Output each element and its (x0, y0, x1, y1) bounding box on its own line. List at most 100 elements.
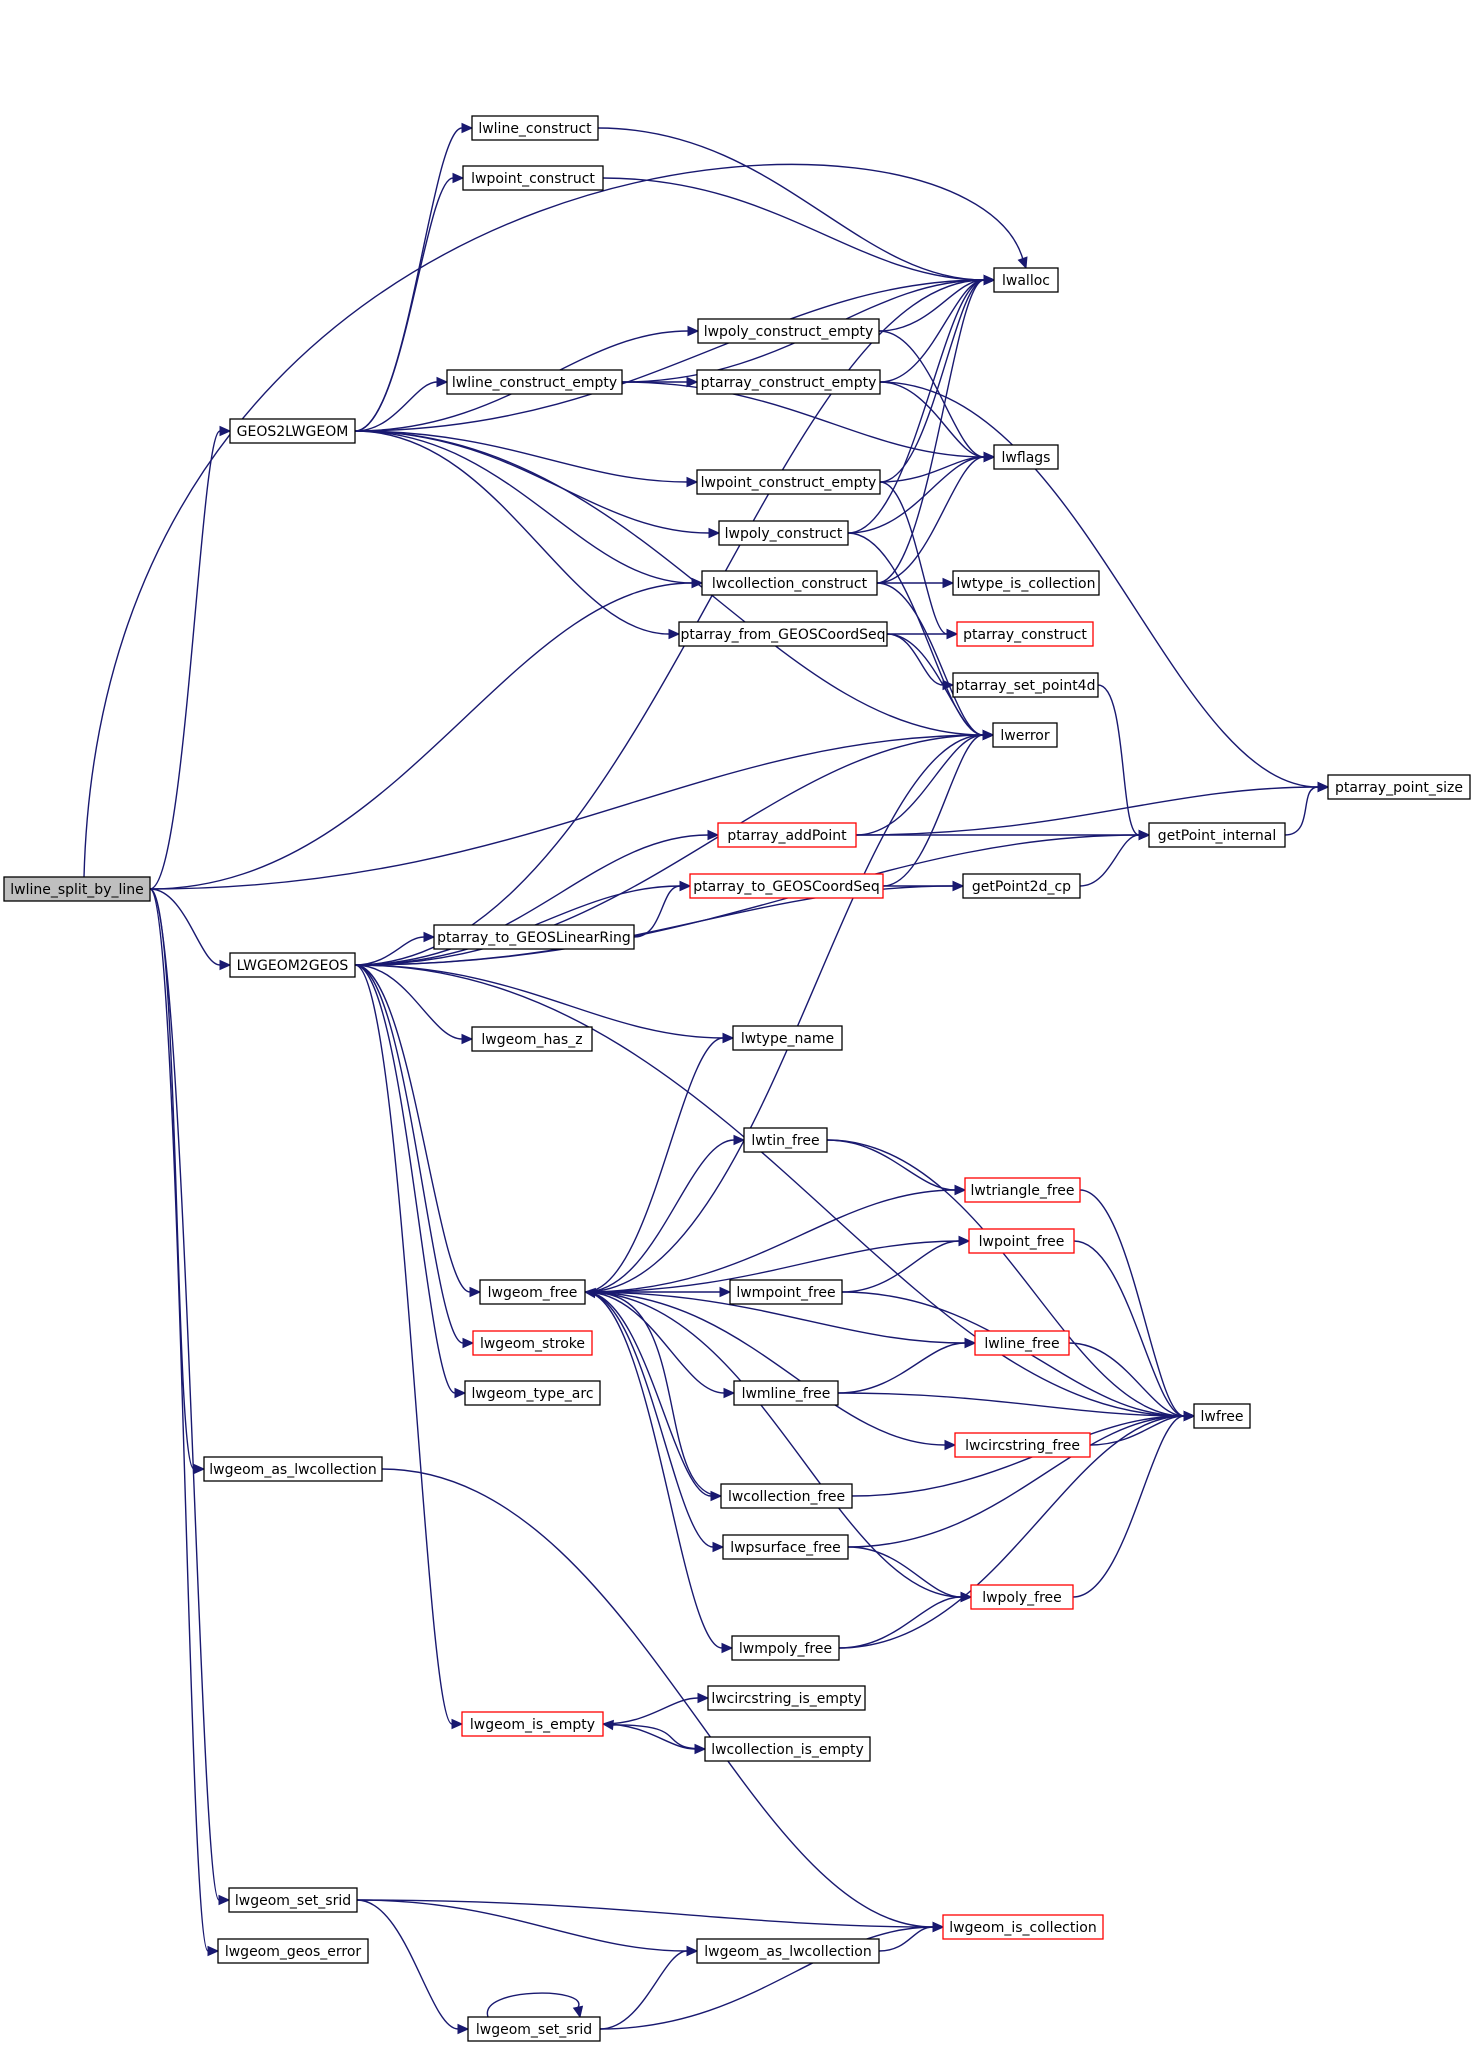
node-label: lwgeom_has_z (481, 1032, 582, 1048)
edge-line (354, 430, 710, 534)
edge-lwgeom_is_empty-to-lwcircstring_is_empty (602, 1692, 710, 1725)
edge-lwtin_free-to-lwtriangle_free (826, 1139, 967, 1196)
edge-line (584, 1189, 956, 1293)
arrowhead (686, 1945, 699, 1957)
node-lwcircstring_is_empty[interactable]: lwcircstring_is_empty (707, 1685, 866, 1711)
node-ptarray_construct_empty[interactable]: ptarray_construct_empty (696, 369, 881, 395)
node-label: lwpsurface_free (730, 1540, 841, 1556)
edge-line (584, 1291, 723, 1649)
node-lwline_free[interactable]: lwline_free (974, 1330, 1070, 1356)
edge-line (584, 1291, 712, 1497)
node-ptarray_to_GEOSLinearRing[interactable]: ptarray_to_GEOSLinearRing (433, 924, 635, 950)
node-lwcollection_free[interactable]: lwcollection_free (720, 1483, 853, 1509)
node-lwtriangle_free[interactable]: lwtriangle_free (964, 1177, 1081, 1203)
node-box (707, 1685, 866, 1711)
node-lwcollection_construct[interactable]: lwcollection_construct (701, 570, 878, 596)
arrowhead (733, 1134, 746, 1146)
edge-LWGEOM2GEOS-to-lwgeom_type_arc (354, 964, 467, 1399)
node-ptarray_to_GEOSCoordSeq[interactable]: ptarray_to_GEOSCoordSeq (689, 873, 884, 899)
edge-lwgeom_free-to-lwcircstring_free (584, 1291, 957, 1451)
node-lwgeom_as_lwcollection_1[interactable]: lwgeom_as_lwcollection (203, 1456, 383, 1482)
arrowhead (207, 1945, 220, 1957)
node-box (954, 1432, 1091, 1458)
edge-line (621, 381, 985, 458)
node-box (1193, 1403, 1251, 1429)
node-lwmline_free[interactable]: lwmline_free (733, 1380, 839, 1406)
node-lwpoint_construct[interactable]: lwpoint_construct (462, 165, 604, 191)
node-box (696, 469, 881, 495)
node-lwmpoint_free[interactable]: lwmpoint_free (729, 1279, 843, 1305)
node-lwpsurface_free[interactable]: lwpsurface_free (722, 1534, 849, 1560)
arrowhead (723, 1387, 736, 1399)
edge-line (1097, 684, 1140, 836)
node-box (3, 876, 151, 902)
edge-lwgeom_free-to-lwpsurface_free (584, 1291, 725, 1553)
node-box (733, 1380, 839, 1406)
arrowhead (958, 1235, 971, 1247)
node-LWGEOM2GEOS[interactable]: LWGEOM2GEOS (229, 952, 356, 978)
node-lwpoint_construct_empty[interactable]: lwpoint_construct_empty (696, 469, 881, 495)
node-lwpoly_construct[interactable]: lwpoly_construct (718, 520, 849, 546)
edge-line (882, 734, 984, 887)
node-ptarray_from_GEOSCoordSeq[interactable]: ptarray_from_GEOSCoordSeq (678, 621, 888, 647)
node-lwpoly_free[interactable]: lwpoly_free (970, 1584, 1074, 1610)
node-lwpoint_free[interactable]: lwpoint_free (968, 1228, 1075, 1254)
node-lwpoly_construct_empty[interactable]: lwpoly_construct_empty (697, 318, 880, 344)
node-lwgeom_type_arc[interactable]: lwgeom_type_arc (464, 1380, 601, 1406)
node-lwgeom_stroke[interactable]: lwgeom_stroke (472, 1330, 593, 1356)
node-lwtin_free[interactable]: lwtin_free (743, 1127, 828, 1153)
node-lwline_split_by_line[interactable]: lwline_split_by_line (3, 876, 151, 902)
node-lwline_construct_empty[interactable]: lwline_construct_empty (446, 369, 623, 395)
node-lwgeom_free[interactable]: lwgeom_free (479, 1279, 586, 1305)
edge-line (354, 279, 985, 432)
node-lwgeom_as_lwcollection_2[interactable]: lwgeom_as_lwcollection (696, 1938, 880, 1964)
node-GEOS2LWGEOM[interactable]: GEOS2LWGEOM (229, 418, 356, 444)
node-box (993, 444, 1059, 470)
node-label: lwmline_free (742, 1386, 831, 1402)
node-box (974, 1330, 1070, 1356)
node-lwgeom_set_srid_2[interactable]: lwgeom_set_srid (467, 2016, 601, 2042)
edge-line (879, 279, 985, 383)
node-lwtype_is_collection[interactable]: lwtype_is_collection (952, 570, 1100, 596)
node-lwflags[interactable]: lwflags (993, 444, 1059, 470)
edge-lwline_split_by_line-to-LWGEOM2GEOS (149, 888, 232, 971)
node-ptarray_set_point4d[interactable]: ptarray_set_point4d (952, 672, 1099, 698)
arrowhead (982, 729, 995, 741)
node-label: lwmpoly_free (739, 1641, 832, 1657)
edge-line (876, 279, 985, 584)
edge-line (1079, 834, 1140, 887)
node-lwcollection_is_empty[interactable]: lwcollection_is_empty (704, 1736, 871, 1762)
edge-line (878, 330, 985, 458)
node-lwgeom_geos_error[interactable]: lwgeom_geos_error (217, 1938, 369, 1964)
edge-line (838, 1415, 1185, 1649)
node-lwerror[interactable]: lwerror (992, 722, 1058, 748)
node-lwline_construct[interactable]: lwline_construct (471, 115, 599, 141)
edge-lwmpoly_free-to-lwfree (838, 1410, 1196, 1649)
edge-line (356, 1899, 934, 1928)
edge-line (1284, 786, 1319, 836)
node-ptarray_addPoint[interactable]: ptarray_addPoint (717, 822, 857, 848)
node-ptarray_construct[interactable]: ptarray_construct (956, 621, 1094, 647)
arrowhead (462, 1337, 475, 1349)
node-lwcircstring_free[interactable]: lwcircstring_free (954, 1432, 1091, 1458)
edge-line (1073, 1240, 1185, 1417)
node-lwfree[interactable]: lwfree (1193, 1403, 1251, 1429)
node-lwgeom_has_z[interactable]: lwgeom_has_z (471, 1026, 593, 1052)
node-label: lwcollection_is_empty (711, 1742, 864, 1758)
edge-line (837, 1392, 1185, 1417)
node-getPoint_internal[interactable]: getPoint_internal (1148, 822, 1286, 848)
edge-line (826, 1139, 1185, 1417)
node-lwgeom_is_collection[interactable]: lwgeom_is_collection (942, 1914, 1104, 1940)
node-lwmpoly_free[interactable]: lwmpoly_free (731, 1635, 840, 1661)
edge-lwline_split_by_line-to-lwgeom_geos_error (149, 888, 220, 1957)
arrowhead (218, 1894, 231, 1906)
node-lwalloc[interactable]: lwalloc (993, 267, 1059, 293)
arrowhead (219, 959, 232, 971)
node-getPoint2d_cp[interactable]: getPoint2d_cp (962, 873, 1081, 899)
node-lwgeom_set_srid_1[interactable]: lwgeom_set_srid (228, 1887, 358, 1913)
node-box (732, 1025, 843, 1051)
node-lwgeom_is_empty[interactable]: lwgeom_is_empty (461, 1711, 604, 1737)
node-lwtype_name[interactable]: lwtype_name (732, 1025, 843, 1051)
node-ptarray_point_size[interactable]: ptarray_point_size (1327, 774, 1471, 800)
edge-line (878, 279, 985, 332)
